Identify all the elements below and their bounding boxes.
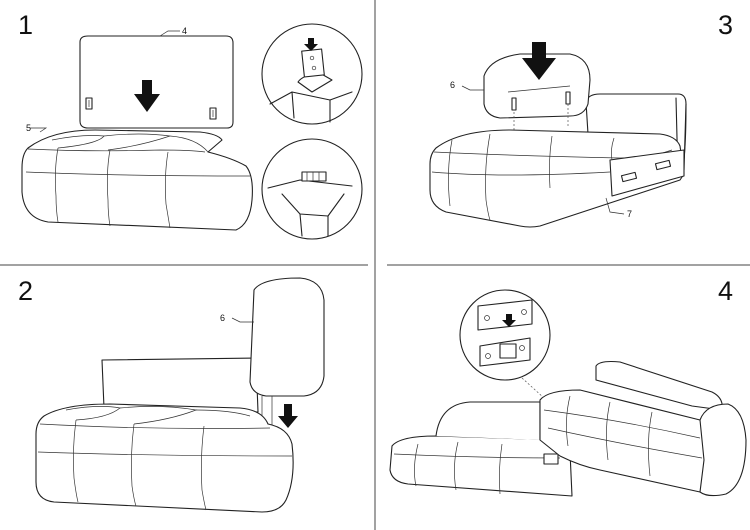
chaise-left [389,435,573,497]
callout-label-4: 4 [182,26,187,36]
backrest-upright [101,357,259,413]
step-1-number: 1 [18,10,34,40]
seat-cushion [35,403,294,513]
callout-label-6b: 6 [450,80,455,90]
panel-4 [389,289,747,497]
step-2-number: 2 [18,276,34,306]
panel-1: 4 5 [21,23,363,240]
headrest-down-arrow-icon [522,42,556,80]
sofa-armrest-right [699,403,747,497]
callout-label-6a: 6 [220,313,225,323]
backrest-cushion [79,35,234,129]
seat-cushion [21,129,253,231]
down-arrow-icon [134,80,160,112]
callout-label-7: 7 [627,209,632,219]
detail-circle-bottom [261,138,363,240]
detail-plate-top [477,299,533,331]
panel-3: 6 7 [429,42,687,228]
detail-bracket-bottom [301,171,327,182]
detail-down-arrow-icon [502,314,516,327]
step-3-number: 3 [718,10,734,40]
headrest [249,277,325,397]
chaise-armrest [435,401,541,440]
callout-label-5: 5 [26,123,31,133]
headrest-down-arrow-icon [278,404,298,428]
step-4-number: 4 [718,276,734,306]
headrest [483,53,591,119]
detail-down-arrow-icon [304,38,318,51]
detail-bracket-top [301,48,325,78]
panel-2: 6 [35,277,325,513]
